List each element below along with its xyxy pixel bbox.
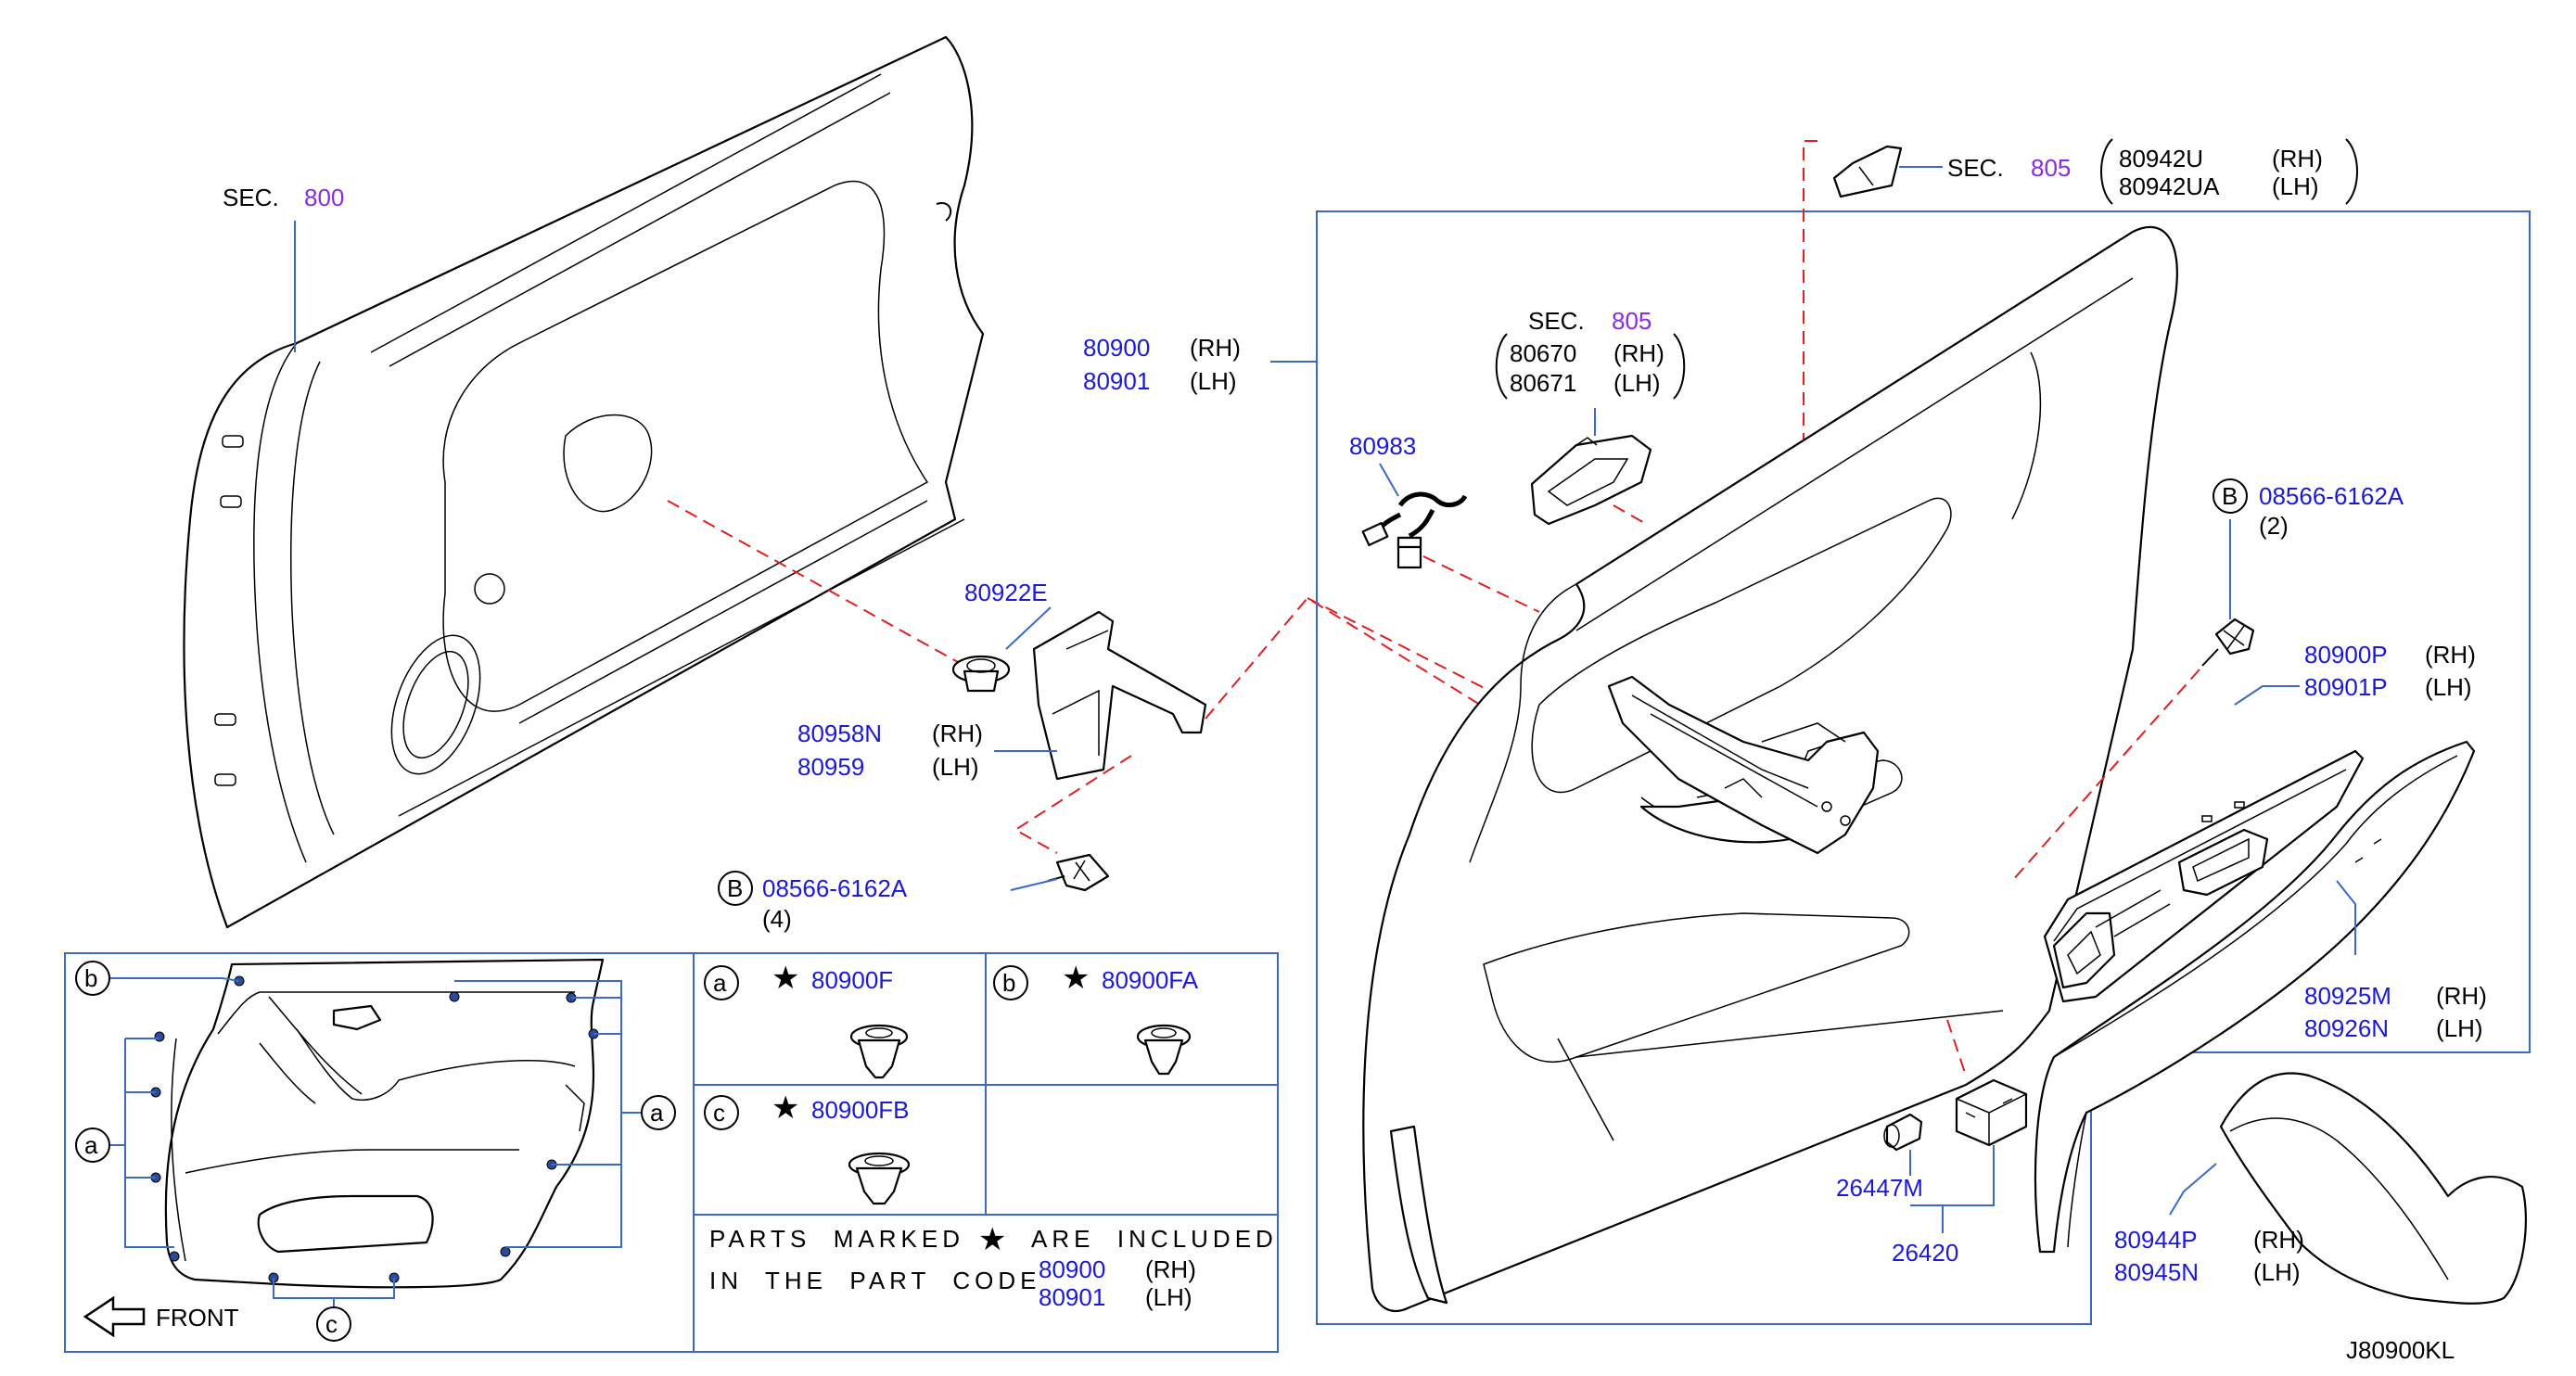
- lower-lh-side: (LH): [2253, 1258, 2301, 1286]
- marker-b-left-label: B: [727, 874, 743, 902]
- inset-marker-a-left: [75, 1128, 110, 1163]
- marker-b-left: [718, 871, 753, 906]
- inset-trim-outline: [164, 958, 605, 1289]
- armrest-lh-side: (LH): [2436, 1014, 2483, 1042]
- handle-lh-side: (LH): [1613, 369, 1661, 397]
- part-80983[interactable]: 80983: [1349, 432, 1416, 460]
- inside-handle-part: [1530, 434, 1652, 526]
- clip-c-part: [848, 1152, 911, 1205]
- sec805-top-rh-code[interactable]: 80942U: [2119, 145, 2203, 172]
- note-star-icon: ★: [978, 1222, 1006, 1257]
- note-lh-code[interactable]: 80901: [1039, 1283, 1105, 1311]
- part-26420[interactable]: 26420: [1892, 1239, 1958, 1267]
- clip-a-code[interactable]: 80900F: [811, 966, 893, 994]
- trim-rh-code[interactable]: 80900: [1083, 334, 1150, 362]
- bracket-lh-code[interactable]: 80959: [797, 753, 864, 781]
- switch-finisher-part: [2043, 749, 2365, 1003]
- bracket-rh-code[interactable]: 80958N: [797, 720, 882, 747]
- note-rh-code[interactable]: 80900: [1039, 1255, 1105, 1283]
- trim-rh-side: (RH): [1190, 334, 1241, 362]
- front-arrow-icon: [83, 1295, 146, 1338]
- switch-lh-code[interactable]: 80901P: [2304, 673, 2388, 701]
- sec-805-top-prefix: SEC.: [1947, 154, 2004, 182]
- clip-c-star-icon: ★: [772, 1090, 799, 1126]
- handle-rh-code[interactable]: 80670: [1510, 339, 1576, 367]
- screw-b-left-part: [1047, 853, 1110, 892]
- lower-lh-code[interactable]: 80945N: [2114, 1258, 2199, 1286]
- sec805-top-lh-side: (LH): [2272, 172, 2319, 200]
- armrest-finisher-part: [2034, 740, 2476, 1254]
- screw-left-code[interactable]: 08566-6162A: [762, 874, 908, 902]
- sec805-top-rh-side: (RH): [2272, 145, 2323, 172]
- part-80922e[interactable]: 80922E: [964, 579, 1048, 606]
- inset-marker-a-right: [641, 1095, 676, 1130]
- clip-c-code[interactable]: 80900FB: [811, 1096, 910, 1124]
- screw-left-qty: (4): [762, 905, 792, 933]
- handle-rh-side: (RH): [1613, 339, 1664, 367]
- clip-b-code[interactable]: 80900FA: [1102, 966, 1199, 994]
- part-26447m[interactable]: 26447M: [1836, 1174, 1923, 1202]
- sec-800-prefix: SEC.: [223, 184, 279, 211]
- clip-a-marker-label: a: [713, 969, 727, 997]
- clip-a-part: [849, 1024, 909, 1079]
- screw-right-code[interactable]: 08566-6162A: [2259, 482, 2404, 510]
- note-line1: PARTS MARKED: [709, 1225, 964, 1253]
- inset-marker-c-label: c: [325, 1310, 338, 1338]
- clip-c-marker: [704, 1095, 739, 1130]
- bracket-rh-side: (RH): [932, 720, 983, 747]
- clip-c-marker-label: c: [713, 1099, 725, 1127]
- lower-rh-side: (RH): [2253, 1226, 2304, 1254]
- marker-b-right: [2213, 478, 2248, 514]
- bulb-26447m-part: [1883, 1113, 1923, 1152]
- trim-lh-side: (LH): [1190, 367, 1237, 395]
- switch-rh-side: (RH): [2425, 641, 2476, 669]
- lower-rh-code[interactable]: 80944P: [2114, 1226, 2198, 1254]
- marker-b-right-label: B: [2222, 482, 2238, 510]
- sec-805-handle-prefix: SEC.: [1528, 307, 1585, 335]
- inset-clip-dots: [150, 975, 599, 1283]
- clip-b-marker: [993, 965, 1028, 1000]
- harness-80983-part: [1361, 491, 1468, 569]
- note-line1b: ARE INCLUDED: [1031, 1225, 1278, 1253]
- sec-800-number[interactable]: 800: [304, 184, 344, 211]
- inner-handle-assembly-part: [1607, 675, 1880, 855]
- clip-80922e-part: [951, 655, 1011, 693]
- switch-rh-code[interactable]: 80900P: [2304, 641, 2388, 669]
- lamp-housing-part: [1955, 1078, 2028, 1147]
- sec-805-handle-number[interactable]: 805: [1612, 307, 1651, 335]
- inset-marker-b: [75, 961, 110, 996]
- lower-finisher-part: [2219, 1072, 2528, 1305]
- clip-b-part: [1136, 1024, 1192, 1076]
- sec-805-top-number[interactable]: 805: [2031, 154, 2071, 182]
- sec805-top-lh-code[interactable]: 80942UA: [2119, 172, 2220, 200]
- clip-a-star-icon: ★: [772, 961, 799, 996]
- handle-lh-code[interactable]: 80671: [1510, 369, 1576, 397]
- bracket-lh-side: (LH): [932, 753, 979, 781]
- screw-b-right-part: [2201, 618, 2255, 667]
- clip-a-marker: [704, 965, 739, 1000]
- inset-marker-a-right-label: a: [650, 1099, 664, 1127]
- inset-marker-a-left-label: a: [84, 1131, 98, 1159]
- switch-lh-side: (LH): [2425, 673, 2472, 701]
- inset-front-label: FRONT: [156, 1304, 239, 1331]
- inset-marker-c: [316, 1306, 351, 1342]
- inset-marker-b-label: b: [84, 964, 97, 992]
- mirror-cover-part: [1832, 145, 1903, 198]
- note-lh-side: (LH): [1145, 1283, 1192, 1311]
- clip-b-marker-label: b: [1002, 969, 1015, 997]
- clip-b-star-icon: ★: [1062, 961, 1090, 996]
- bracket-part: [1032, 610, 1207, 781]
- armrest-rh-code[interactable]: 80925M: [2304, 982, 2391, 1010]
- note-line2: IN THE PART CODE: [709, 1267, 1040, 1294]
- armrest-rh-side: (RH): [2436, 982, 2487, 1010]
- trim-lh-code[interactable]: 80901: [1083, 367, 1150, 395]
- diagram-code: J80900KL: [2346, 1336, 2455, 1364]
- inset-frame: [64, 952, 1279, 1353]
- note-rh-side: (RH): [1145, 1255, 1196, 1283]
- armrest-lh-code[interactable]: 80926N: [2304, 1014, 2389, 1042]
- door-inner-panel: [183, 35, 985, 929]
- screw-right-qty: (2): [2259, 512, 2289, 540]
